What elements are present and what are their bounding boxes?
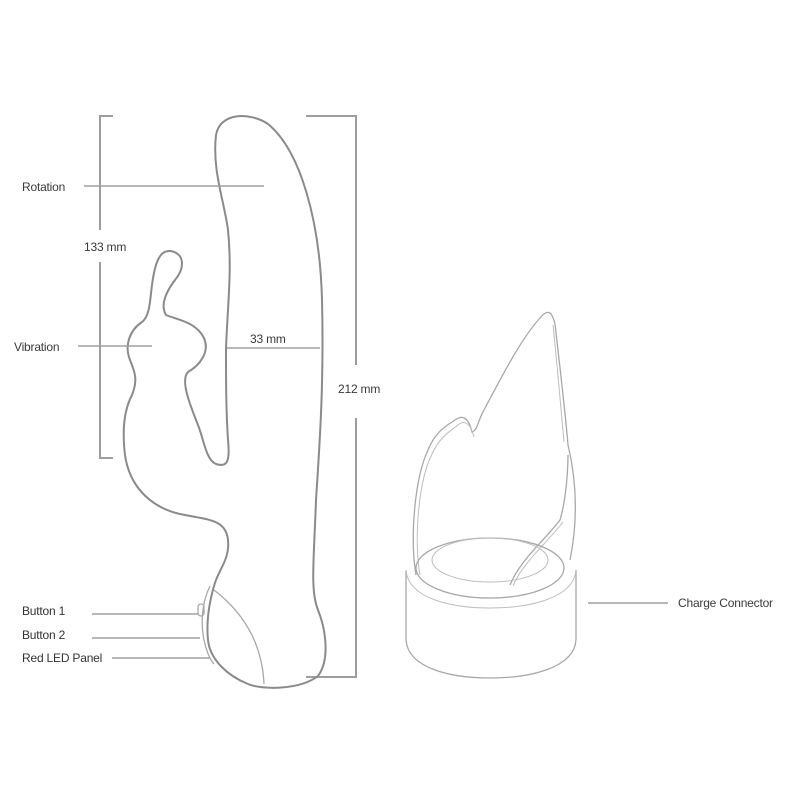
button-1-shape: [197, 603, 205, 617]
label-charge-connector: Charge Connector: [678, 596, 773, 610]
main-shaft-outline: [122, 115, 327, 689]
label-button-2: Button 2: [22, 628, 66, 642]
dimension-bracket-212mm: [306, 115, 357, 678]
label-rotation: Rotation: [22, 180, 66, 194]
label-33mm: 33 mm: [250, 332, 286, 346]
label-red-led-panel: Red LED Panel: [22, 651, 103, 665]
label-button-1: Button 1: [22, 604, 66, 618]
label-212mm: 212 mm: [338, 382, 381, 396]
red-led-panel-shape: [213, 589, 265, 685]
label-133mm: 133 mm: [84, 240, 127, 254]
button-panel: [201, 585, 215, 665]
label-vibration: Vibration: [14, 340, 60, 354]
dimension-bracket-133mm: [99, 115, 113, 459]
charger-illustration: [405, 311, 577, 679]
